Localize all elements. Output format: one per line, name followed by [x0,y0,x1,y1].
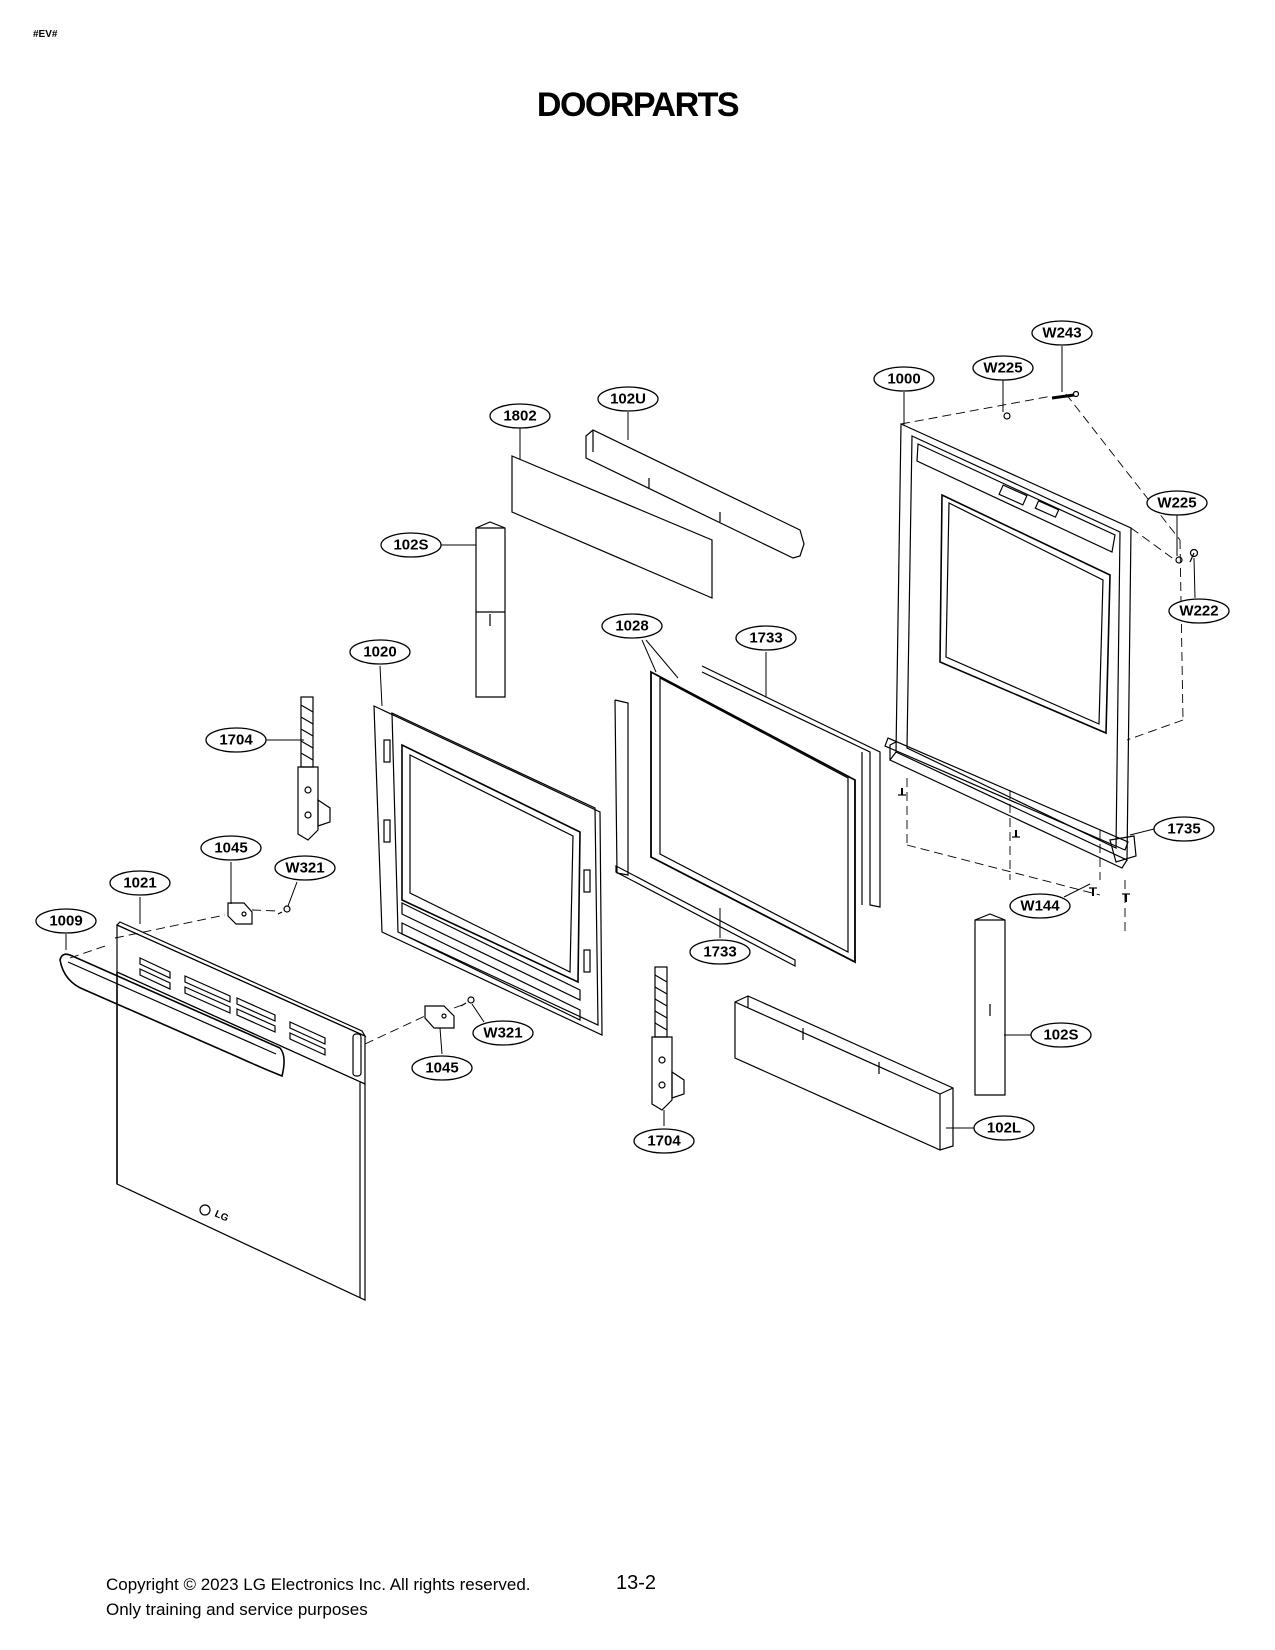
callout-w144: W144 [1009,893,1071,919]
svg-text:W243: W243 [1042,325,1081,342]
callout-1045-top: 1045 [200,835,262,861]
callout-1021: 1021 [109,870,171,896]
callout-1028: 1028 [601,613,663,639]
part-1045-latch-bottom [424,1005,455,1029]
usage-note: Only training and service purposes [106,1600,368,1619]
callout-102s-bottom: 102S [1030,1022,1092,1048]
part-102u-upper-insulation [585,429,805,559]
callout-1045-bottom: 1045 [411,1055,473,1081]
part-1020-inner-door-panel [373,705,603,1036]
svg-text:W225: W225 [1157,495,1196,512]
part-1009-door-handle [59,953,285,1078]
washer-w225-right [1175,556,1183,564]
callout-1704-left: 1704 [205,727,267,753]
svg-text:W321: W321 [285,860,324,877]
svg-text:1704: 1704 [219,732,253,749]
screw-w222 [1189,548,1199,563]
part-1021-vent-panel [115,921,367,1085]
svg-text:W144: W144 [1020,898,1060,915]
lg-logo: LG [199,1204,230,1225]
callout-w321-bottom: W321 [472,1020,534,1046]
part-1045-latch-top [227,902,253,925]
callout-102l: 102L [973,1115,1035,1141]
callout-1802: 1802 [489,403,551,429]
copyright-text: Copyright © 2023 LG Electronics Inc. All… [106,1575,531,1594]
callout-w321-top: W321 [274,855,336,881]
part-1000-inner-door-frame [889,423,1132,869]
callout-w225-right: W225 [1146,490,1208,516]
svg-text:1045: 1045 [214,840,247,857]
page-number: 13-2 [616,1572,657,1594]
svg-text:1000: 1000 [887,371,920,388]
callout-102u: 102U [597,386,659,412]
callout-1735: 1735 [1153,816,1215,842]
part-1704-hinge-bottom [651,966,685,1111]
callout-1020: 1020 [349,639,411,665]
callout-1733-top: 1733 [735,625,797,651]
part-1704-hinge-left [297,696,331,841]
document-code: #EV# [33,29,58,40]
svg-text:1802: 1802 [503,408,536,425]
svg-text:1733: 1733 [703,944,736,961]
part-1735-bottom-trim [884,737,1137,863]
washer-w225-top [1003,412,1011,420]
svg-text:102S: 102S [393,537,428,554]
projection-lines-1000 [900,393,1184,935]
screws-1735-mount [898,788,1020,838]
part-1028-door-glass [650,670,856,964]
svg-text:LG: LG [213,1209,230,1225]
part-102l-lower-insulation [734,995,954,1151]
svg-text:1021: 1021 [123,875,156,892]
svg-text:102L: 102L [987,1120,1021,1137]
screws-w144 [1089,887,1130,902]
svg-text:1028: 1028 [615,618,648,635]
callout-1704-bottom: 1704 [633,1128,695,1154]
page-title: DOORPARTS [536,86,740,124]
svg-text:1704: 1704 [647,1133,681,1150]
callout-w222: W222 [1168,598,1230,624]
part-102s-side-insulation-bottom [974,913,1006,1096]
svg-text:1020: 1020 [363,644,396,661]
svg-text:102S: 102S [1043,1027,1078,1044]
svg-text:W225: W225 [983,360,1022,377]
part-1733-glass-seals [614,665,881,967]
callout-1733-bottom: 1733 [689,939,751,965]
part-1802-film [511,455,713,599]
svg-text:1045: 1045 [425,1060,458,1077]
callout-w243: W243 [1031,320,1093,346]
svg-text:W222: W222 [1179,603,1218,620]
callout-1009: 1009 [35,908,97,934]
svg-text:102U: 102U [610,391,646,408]
svg-text:W321: W321 [483,1025,522,1042]
footer-copyright-block: Copyright © 2023 LG Electronics Inc. All… [106,1572,531,1622]
projection-lines-left [69,909,466,1045]
callout-1000: 1000 [873,366,935,392]
leader-lines [65,346,1196,1129]
screw-w243 [1051,390,1080,400]
callout-102s-top: 102S [380,532,442,558]
part-102s-side-insulation-top [475,521,506,698]
svg-text:1009: 1009 [49,913,82,930]
screw-w321-top [277,905,291,915]
outer-door-panel [116,971,366,1301]
callout-w225-top: W225 [972,355,1034,381]
svg-text:1735: 1735 [1167,821,1200,838]
svg-text:1733: 1733 [749,630,782,647]
